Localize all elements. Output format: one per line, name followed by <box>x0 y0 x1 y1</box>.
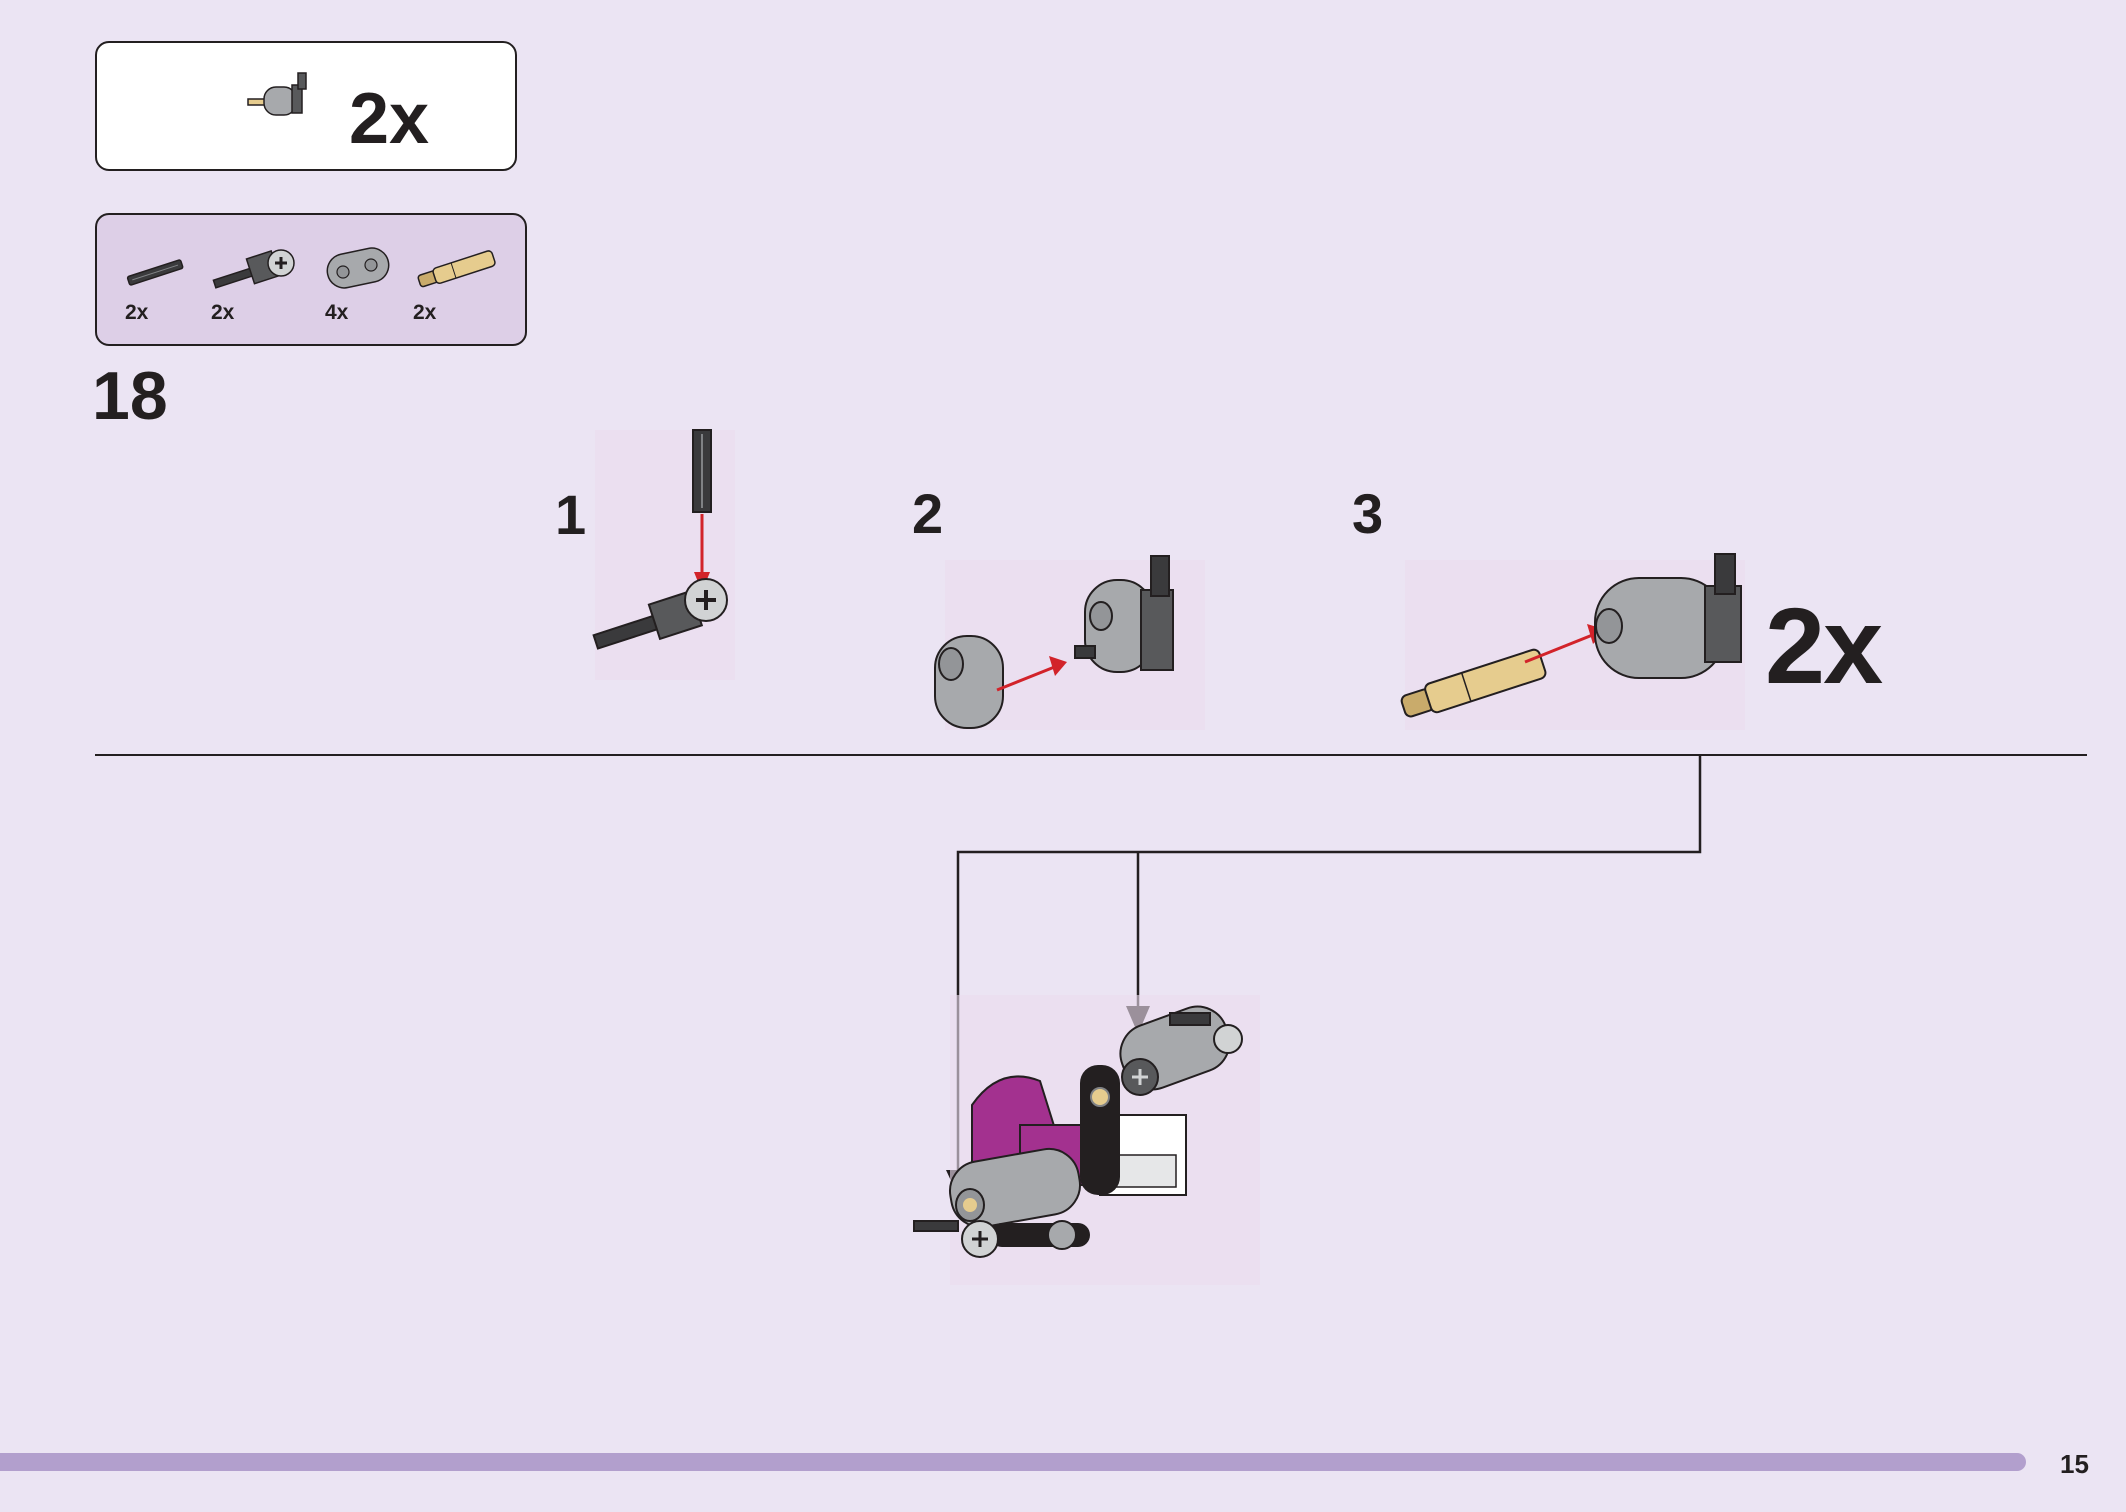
page-number: 15 <box>2060 1449 2089 1479</box>
substep-1-illustration <box>592 429 735 680</box>
footer-bar <box>0 1453 2026 1471</box>
pin-connector-subassembly-icon <box>247 72 307 116</box>
parts-list-box: 2x 2x 4x 2x <box>95 213 527 346</box>
substep-3-multiplier: 2x <box>1765 585 1883 706</box>
tan-axle-pin-icon <box>417 250 496 288</box>
step-number: 18 <box>92 358 168 434</box>
final-assembly-illustration <box>913 995 1260 1285</box>
part-qty: 4x <box>325 301 349 324</box>
axle-with-connector-icon <box>212 249 295 289</box>
part-qty: 2x <box>413 301 437 324</box>
substep-number-3: 3 <box>1352 482 1384 545</box>
grey-liftarm-icon <box>326 247 390 289</box>
substep-number-1: 1 <box>555 483 587 546</box>
substep-3-illustration <box>1400 553 1745 730</box>
step-divider-line <box>95 754 2087 756</box>
substep-number-2: 2 <box>912 482 944 545</box>
part-qty: 2x <box>211 301 235 324</box>
part-qty: 2x <box>125 301 149 324</box>
subassembly-multiplier: 2x <box>349 79 430 159</box>
substep-2-illustration <box>934 555 1205 730</box>
subassembly-callout-box: 2x <box>95 41 517 171</box>
short-axle-icon <box>126 259 184 286</box>
